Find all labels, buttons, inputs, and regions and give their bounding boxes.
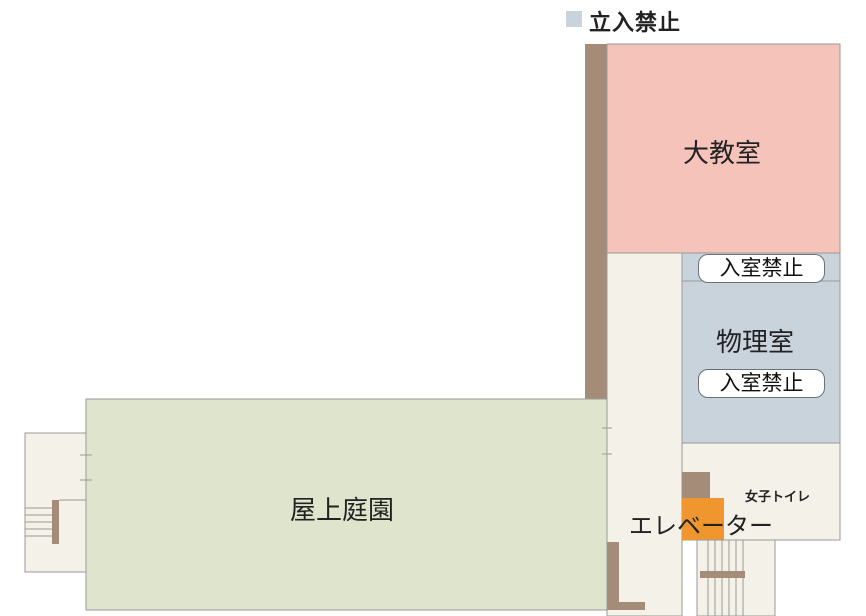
elevator-label: エレベーター xyxy=(629,512,773,540)
lecture-hall-room xyxy=(606,43,841,254)
wall-ticks xyxy=(80,427,612,481)
stair-landing-right xyxy=(700,571,745,578)
legend-label: 立入禁止 xyxy=(589,11,682,36)
rooftop-garden-label: 屋上庭園 xyxy=(290,496,395,526)
legend-swatch xyxy=(566,11,582,27)
stair-landing-left xyxy=(52,500,59,544)
corridor-lower-wall xyxy=(607,542,619,609)
lecture-hall-label: 大教室 xyxy=(683,139,762,169)
no-entry-badge-top: 入室禁止 xyxy=(698,254,825,283)
stair-lines-left xyxy=(25,507,54,537)
no-entry-badge-physics: 入室禁止 xyxy=(698,369,825,398)
physics-room xyxy=(681,280,841,444)
corridor-bottom-wall xyxy=(607,602,645,610)
elevator-box xyxy=(682,498,724,540)
womens-restroom-label: 女子トイレ xyxy=(745,490,811,505)
rooftop-garden-room xyxy=(85,398,608,611)
wall-strip xyxy=(585,44,607,399)
elevator-wall xyxy=(682,472,710,500)
physics-room-label: 物理室 xyxy=(716,328,795,358)
